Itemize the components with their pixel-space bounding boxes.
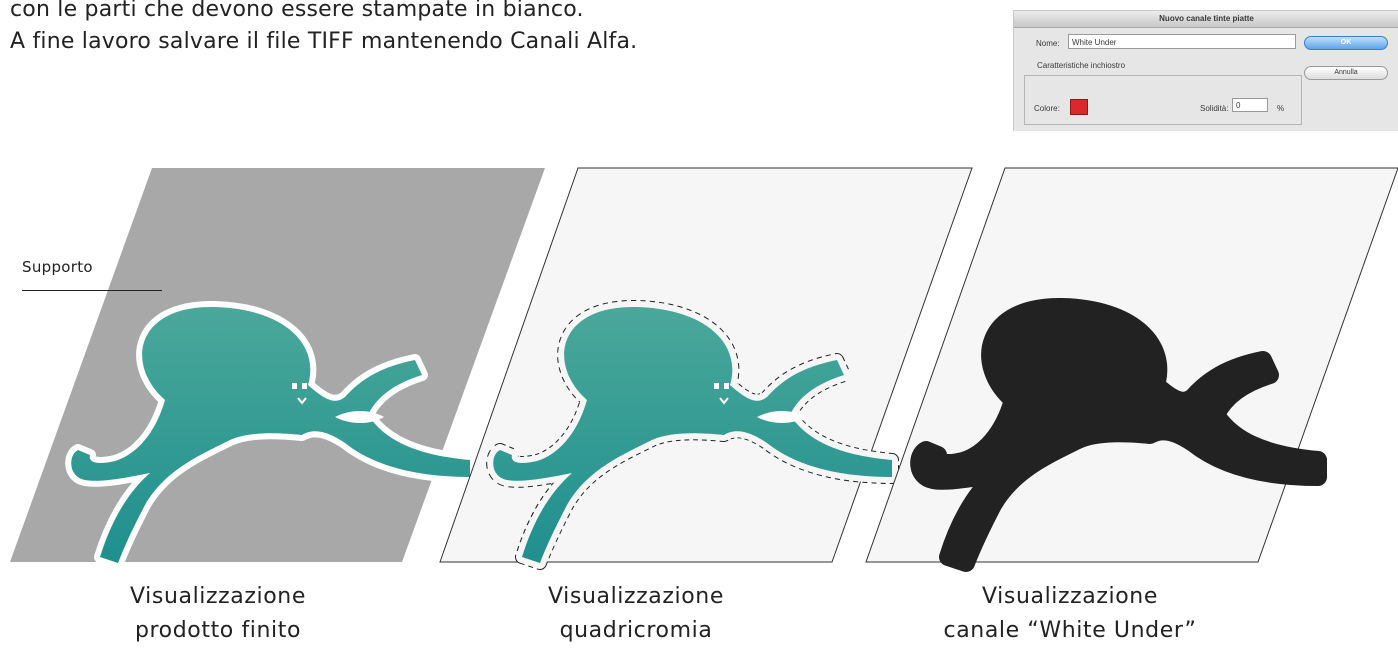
support-label: Supporto <box>22 258 93 276</box>
caption-white-under-line-2: canale “White Under” <box>943 618 1197 643</box>
ink-characteristics-title: Caratteristiche inchiostro <box>1034 61 1129 70</box>
ok-button[interactable]: OK <box>1304 36 1388 50</box>
name-label: Nome: <box>1036 39 1060 48</box>
octopus-finished <box>71 307 470 563</box>
intro-line-1: con le parti che devono essere stampate … <box>10 0 584 22</box>
caption-finished-line-2: prodotto finito <box>134 618 302 643</box>
intro-text: con le parti che devono essere stampate … <box>10 0 637 58</box>
octopus-cmyk <box>493 307 892 563</box>
caption-finished: Visualizzazione prodotto finito <box>58 580 378 648</box>
ink-characteristics-group <box>1024 75 1302 125</box>
caption-white-under: Visualizzazione canale “White Under” <box>910 580 1230 648</box>
intro-line-2: A fine lavoro salvare il file TIFF mante… <box>10 29 638 54</box>
caption-white-under-line-1: Visualizzazione <box>982 584 1158 609</box>
solidity-field[interactable]: 0 <box>1232 98 1268 112</box>
caption-cmyk-line-1: Visualizzazione <box>548 584 724 609</box>
caption-finished-line-1: Visualizzazione <box>130 584 306 609</box>
support-leader-line <box>22 290 162 291</box>
caption-cmyk-line-2: quadricromia <box>559 618 713 643</box>
color-label: Colore: <box>1034 104 1060 113</box>
dialog-title: Nuovo canale tinte piatte <box>1014 11 1398 28</box>
percent-label: % <box>1277 104 1285 113</box>
cancel-button[interactable]: Annulla <box>1304 66 1388 80</box>
solidity-label: Solidità: <box>1200 104 1229 113</box>
color-swatch[interactable] <box>1070 99 1088 115</box>
spot-channel-dialog: Nuovo canale tinte piatte Nome: White Un… <box>1013 10 1398 131</box>
caption-cmyk: Visualizzazione quadricromia <box>476 580 796 648</box>
name-field[interactable]: White Under <box>1068 34 1296 49</box>
